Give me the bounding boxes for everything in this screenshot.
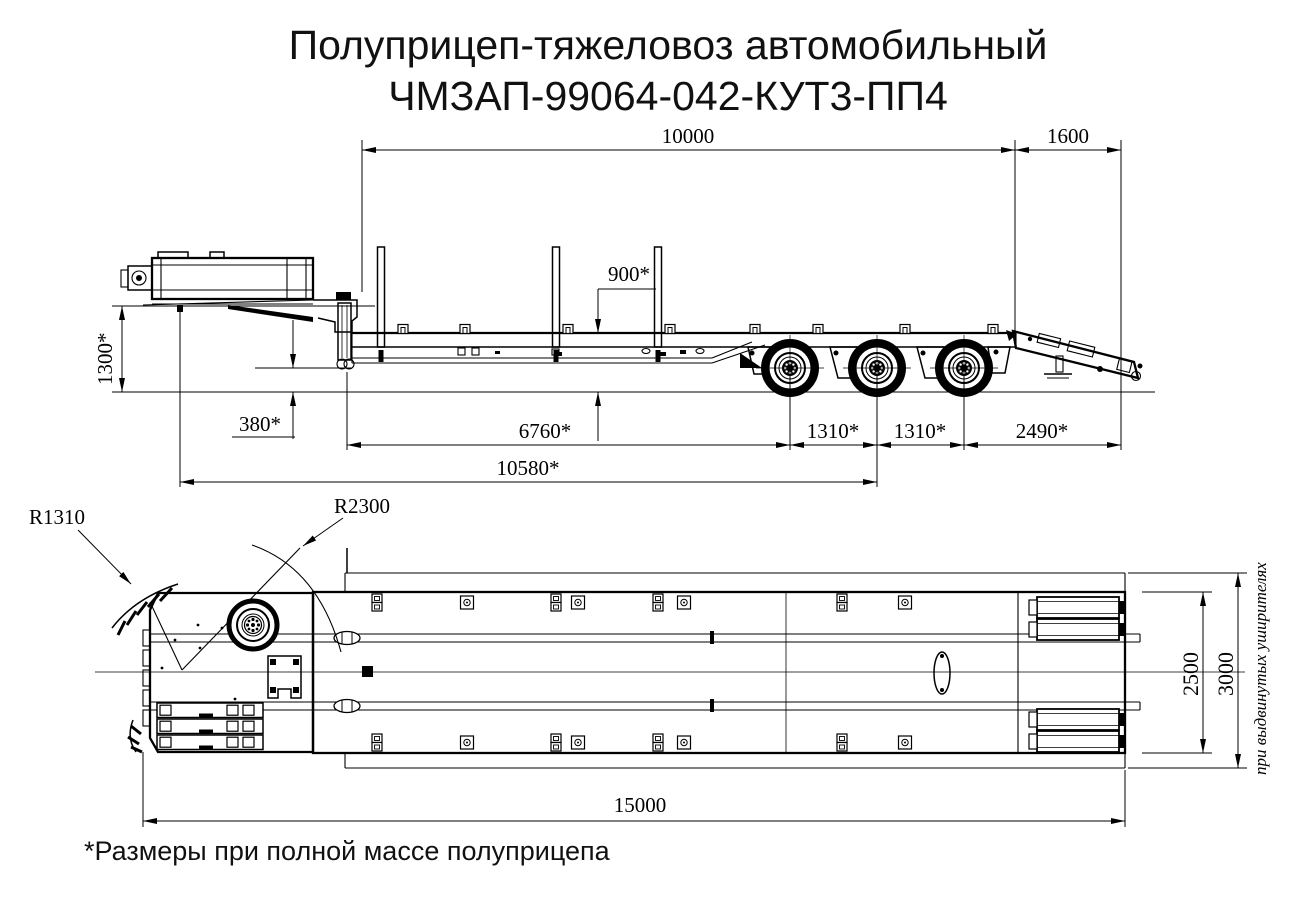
plan-rear — [933, 592, 1126, 753]
dim-15000: 15000 — [614, 793, 667, 817]
title-line2: ЧМЗАП-99064-042-КУТ3-ПП4 — [388, 73, 948, 119]
note-extended-wideners: при выдвинутых уширителях — [1251, 562, 1270, 775]
dim-10580: 10580* — [497, 456, 560, 480]
stakes — [376, 246, 663, 362]
dim-10000: 10000 — [662, 124, 715, 148]
front-coupling — [120, 265, 153, 291]
label-r2300: R2300 — [334, 494, 390, 518]
side-dimensions: 10000 1600 1300* 900* 380* — [93, 124, 1122, 487]
dim-6760: 6760* — [519, 419, 572, 443]
spare-wheel — [226, 598, 280, 652]
stowed-boards — [156, 702, 264, 751]
gooseneck-platform — [150, 251, 315, 305]
dim-2490: 2490* — [1016, 419, 1069, 443]
label-r1310: R1310 — [29, 505, 85, 529]
gooseneck-neck — [142, 292, 358, 370]
dim-1310b: 1310* — [894, 419, 947, 443]
plan-dimensions: R1310 R2300 2500 3000 при выдвинутых уши… — [29, 494, 1270, 827]
title-line1: Полуприцеп-тяжеловоз автомобильный — [288, 22, 1048, 68]
plan-rails — [150, 592, 1141, 753]
kingpin-plate — [267, 655, 302, 699]
swing-radius-geometry — [111, 544, 342, 754]
footnote: *Размеры при полной массе полуприцепа — [84, 836, 610, 866]
plan-edge-fittings — [346, 548, 913, 752]
plan-view: R1310 R2300 2500 3000 при выдвинутых уши… — [29, 494, 1270, 827]
main-deck — [351, 331, 1017, 368]
dim-1300: 1300* — [93, 333, 117, 386]
drawing-title: Полуприцеп-тяжеловоз автомобильный ЧМЗАП… — [0, 20, 1292, 122]
side-view: 10000 1600 1300* 900* 380* — [93, 124, 1155, 487]
dim-1310a: 1310* — [807, 419, 860, 443]
dim-1600: 1600 — [1047, 124, 1089, 148]
dim-3000: 3000 — [1213, 652, 1238, 696]
dim-2500: 2500 — [1178, 652, 1203, 696]
plan-deck-outline — [142, 590, 1127, 755]
rear-ramp — [1006, 329, 1143, 382]
gooseneck-bolts — [160, 623, 237, 701]
dim-380: 380* — [239, 412, 281, 436]
dim-900: 900* — [608, 262, 650, 286]
